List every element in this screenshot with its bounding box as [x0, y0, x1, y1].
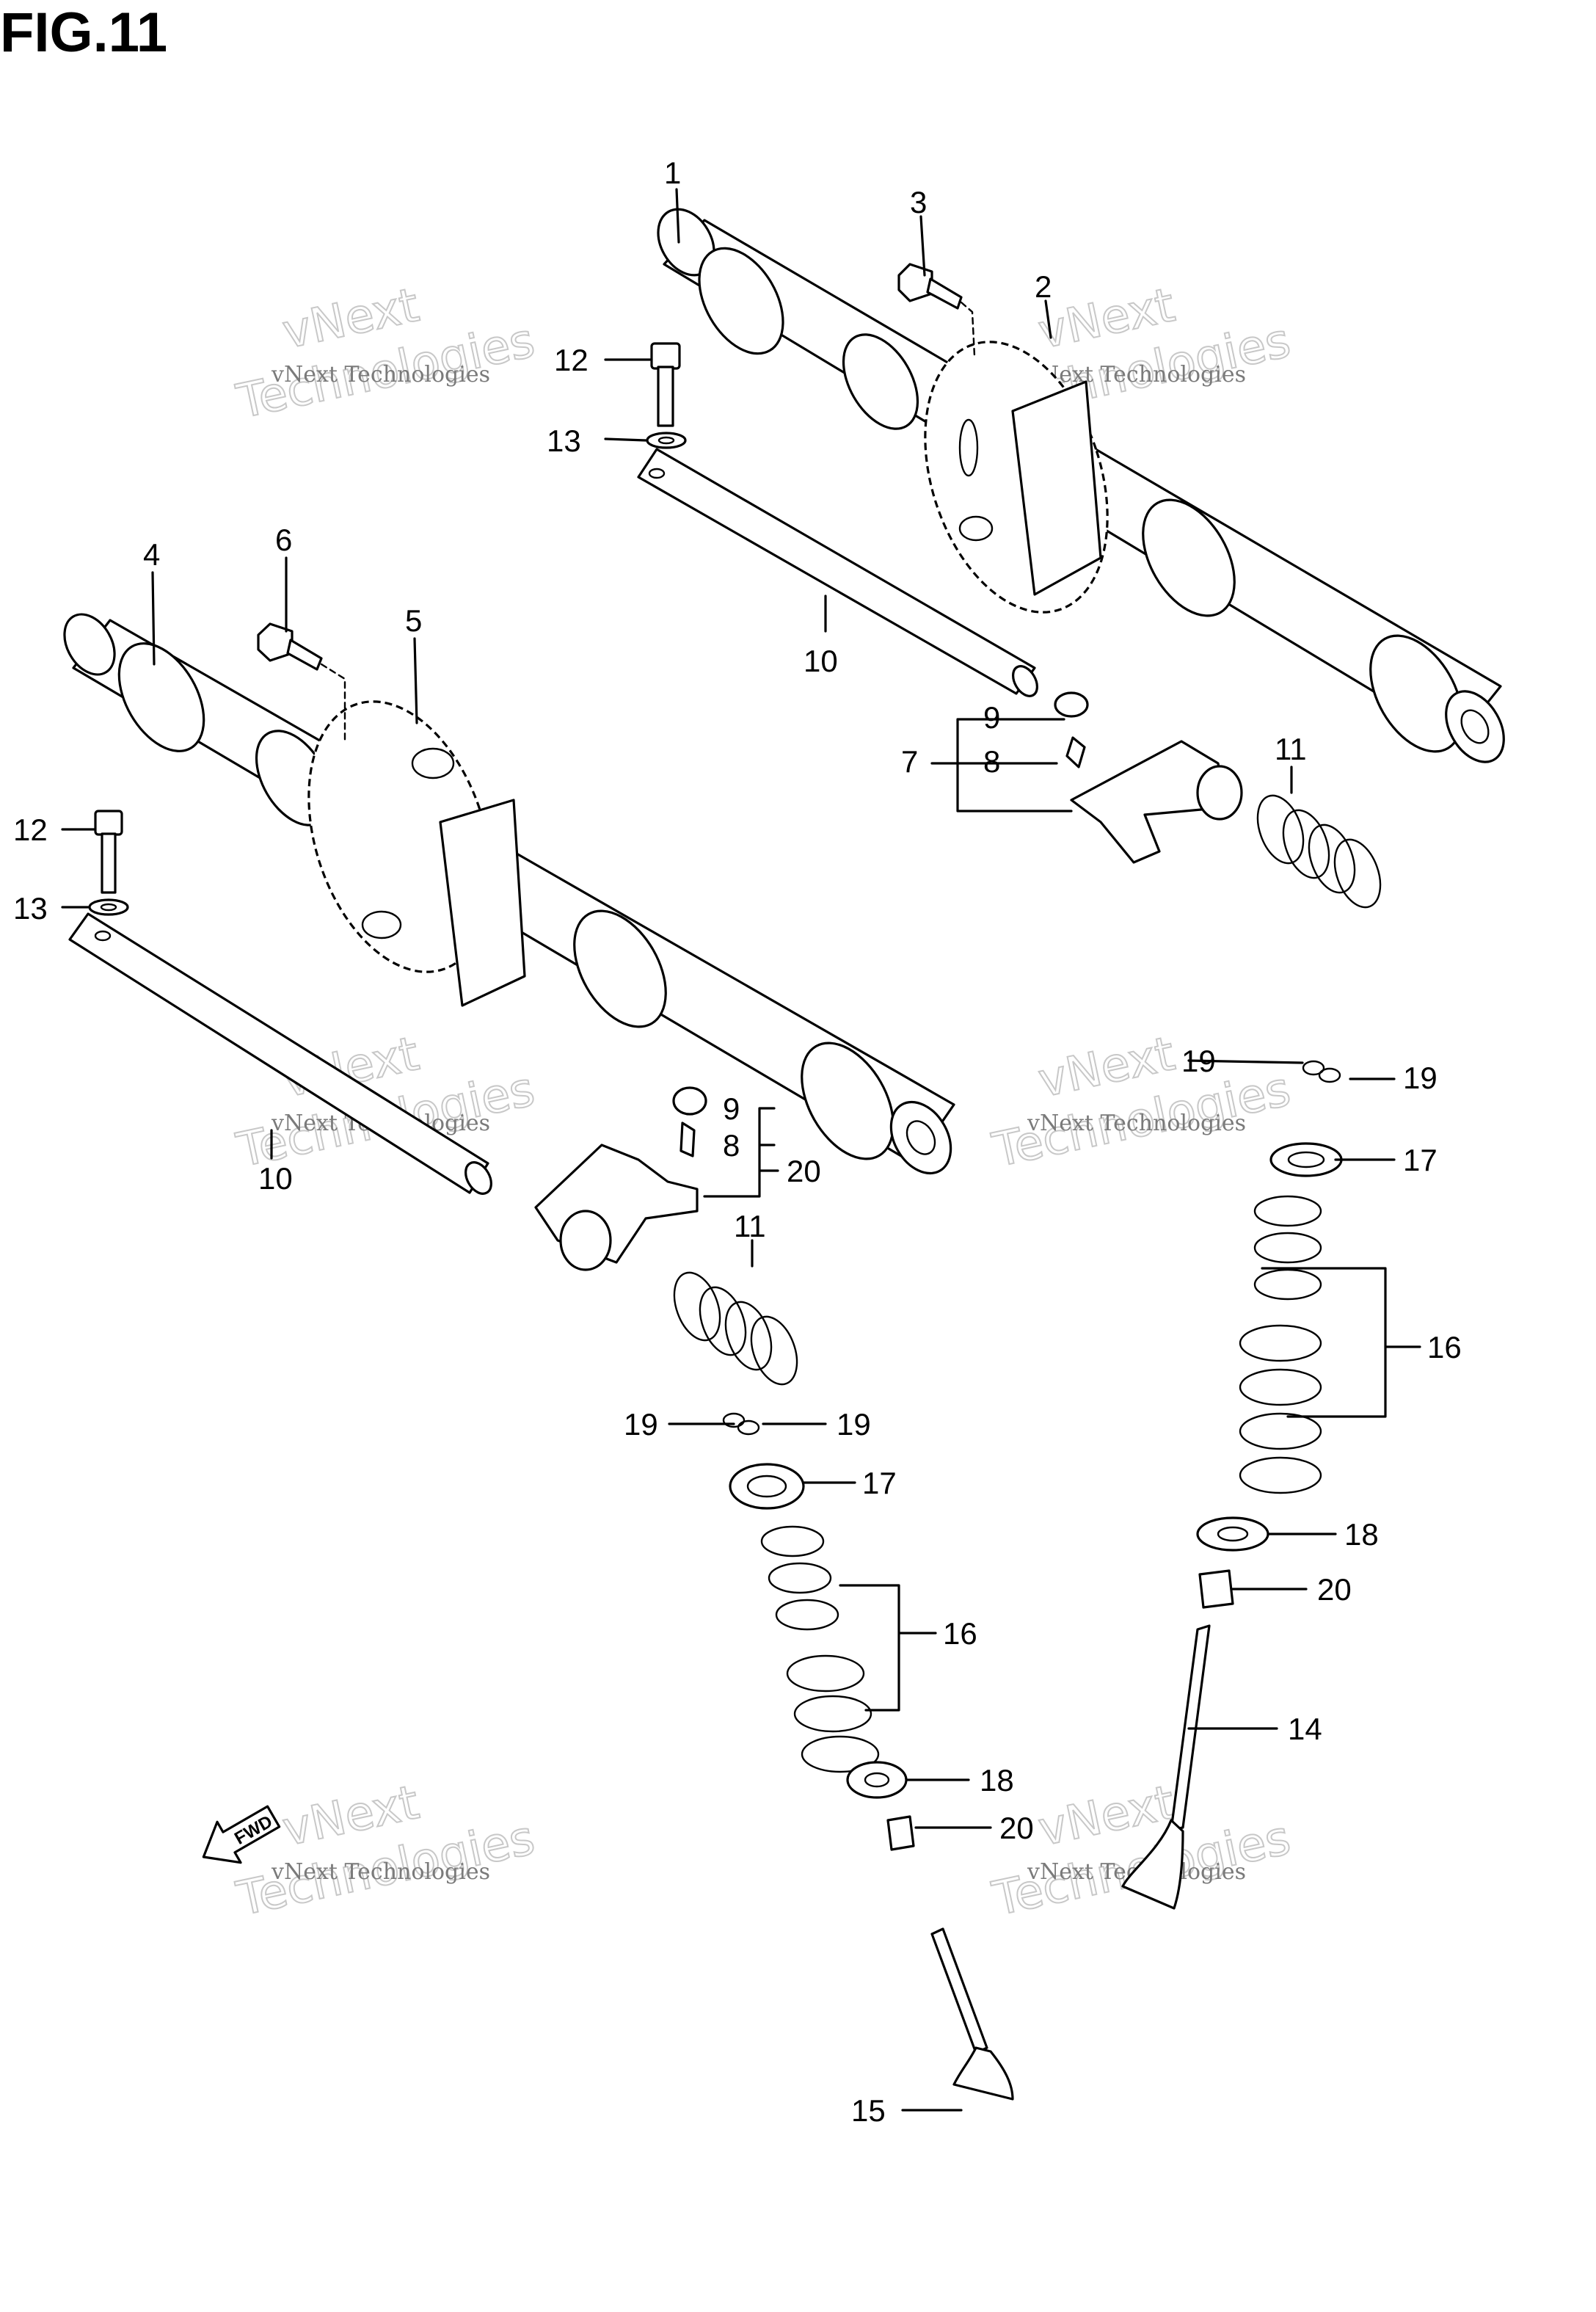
- callout-13-upper: 13: [547, 423, 581, 458]
- callout-2: 2: [1035, 269, 1052, 304]
- callout-12-lower: 12: [13, 813, 48, 847]
- callout-19-right-b: 19: [1403, 1061, 1438, 1095]
- callout-10-upper: 10: [804, 644, 838, 678]
- callout-10-lower: 10: [258, 1161, 293, 1196]
- rocker-spring-lower: [673, 1271, 798, 1386]
- bolt-12-lower: [88, 810, 129, 916]
- callout-9-lower: 9: [723, 1091, 740, 1126]
- callout-18-right: 18: [1344, 1517, 1379, 1552]
- valve-assembly-left: [722, 1412, 1014, 2101]
- callout-1: 1: [664, 156, 681, 190]
- callout-labels: 1 3 2 12 13 4 6 5 10 9 8 7 11 12 13 19 1…: [13, 156, 1462, 2128]
- leader-lines: [61, 188, 1421, 2112]
- callout-15: 15: [851, 2093, 886, 2128]
- figure-title: FIG.11: [0, 1, 168, 64]
- callout-8-lower: 8: [723, 1128, 740, 1163]
- rocker-arm-lower: [534, 1086, 707, 1271]
- callout-6: 6: [275, 523, 292, 557]
- sprocket-bolt-lower: [257, 622, 346, 743]
- valve-spring-right: [1239, 1195, 1322, 1494]
- callout-19-right-a: 19: [1181, 1044, 1216, 1078]
- valve-left: [930, 1927, 1014, 2101]
- callout-18-left: 18: [980, 1763, 1014, 1797]
- svg-text:vNext Technologies: vNext Technologies: [271, 1859, 490, 1885]
- svg-text:vNext Technologies: vNext Technologies: [1027, 362, 1246, 388]
- valve-spring-left: [760, 1525, 880, 1773]
- callout-8-upper: 8: [983, 744, 1000, 779]
- rocker-shaft-lower: [68, 912, 492, 1195]
- callout-20-lower-rocker: 20: [787, 1154, 821, 1188]
- callout-16-right: 16: [1427, 1330, 1462, 1364]
- callout-9-upper: 9: [983, 700, 1000, 735]
- svg-text:vNext Technologies: vNext Technologies: [1027, 1110, 1246, 1136]
- watermark-mid-right: Technologies vNext vNext Technologies: [987, 1026, 1296, 1179]
- svg-text:vNext Technologies: vNext Technologies: [271, 362, 490, 388]
- callout-13-lower: 13: [13, 891, 48, 926]
- cam-sprocket-lower: [307, 700, 526, 1007]
- callout-14: 14: [1288, 1712, 1322, 1746]
- rocker-arm-upper: [1054, 691, 1243, 864]
- callout-19-left-b: 19: [837, 1407, 871, 1442]
- callout-17-right: 17: [1403, 1143, 1438, 1177]
- callout-20-left: 20: [999, 1811, 1034, 1845]
- rocker-shaft-upper: [637, 448, 1038, 697]
- valve-assembly-right: [1121, 1060, 1343, 1910]
- watermark-bottom-left: Technologies vNext vNext Technologies: [231, 1775, 540, 1927]
- callout-19-left-a: 19: [624, 1407, 658, 1442]
- callout-17-left: 17: [862, 1466, 897, 1500]
- callout-20-right: 20: [1317, 1572, 1352, 1607]
- callout-16-left: 16: [943, 1616, 977, 1651]
- cam-sprocket-upper: [924, 341, 1109, 614]
- callout-4: 4: [143, 537, 160, 572]
- callout-5: 5: [405, 603, 422, 638]
- callout-12-upper: 12: [554, 343, 589, 377]
- callout-11-upper: 11: [1275, 732, 1307, 766]
- bolt-12-upper: [646, 342, 687, 449]
- rocker-spring-upper: [1256, 794, 1382, 909]
- callout-11-lower: 11: [734, 1209, 766, 1243]
- callout-3: 3: [910, 185, 927, 219]
- callout-7: 7: [901, 744, 918, 779]
- watermark-top-left: Technologies vNext vNext Technologies: [231, 277, 540, 430]
